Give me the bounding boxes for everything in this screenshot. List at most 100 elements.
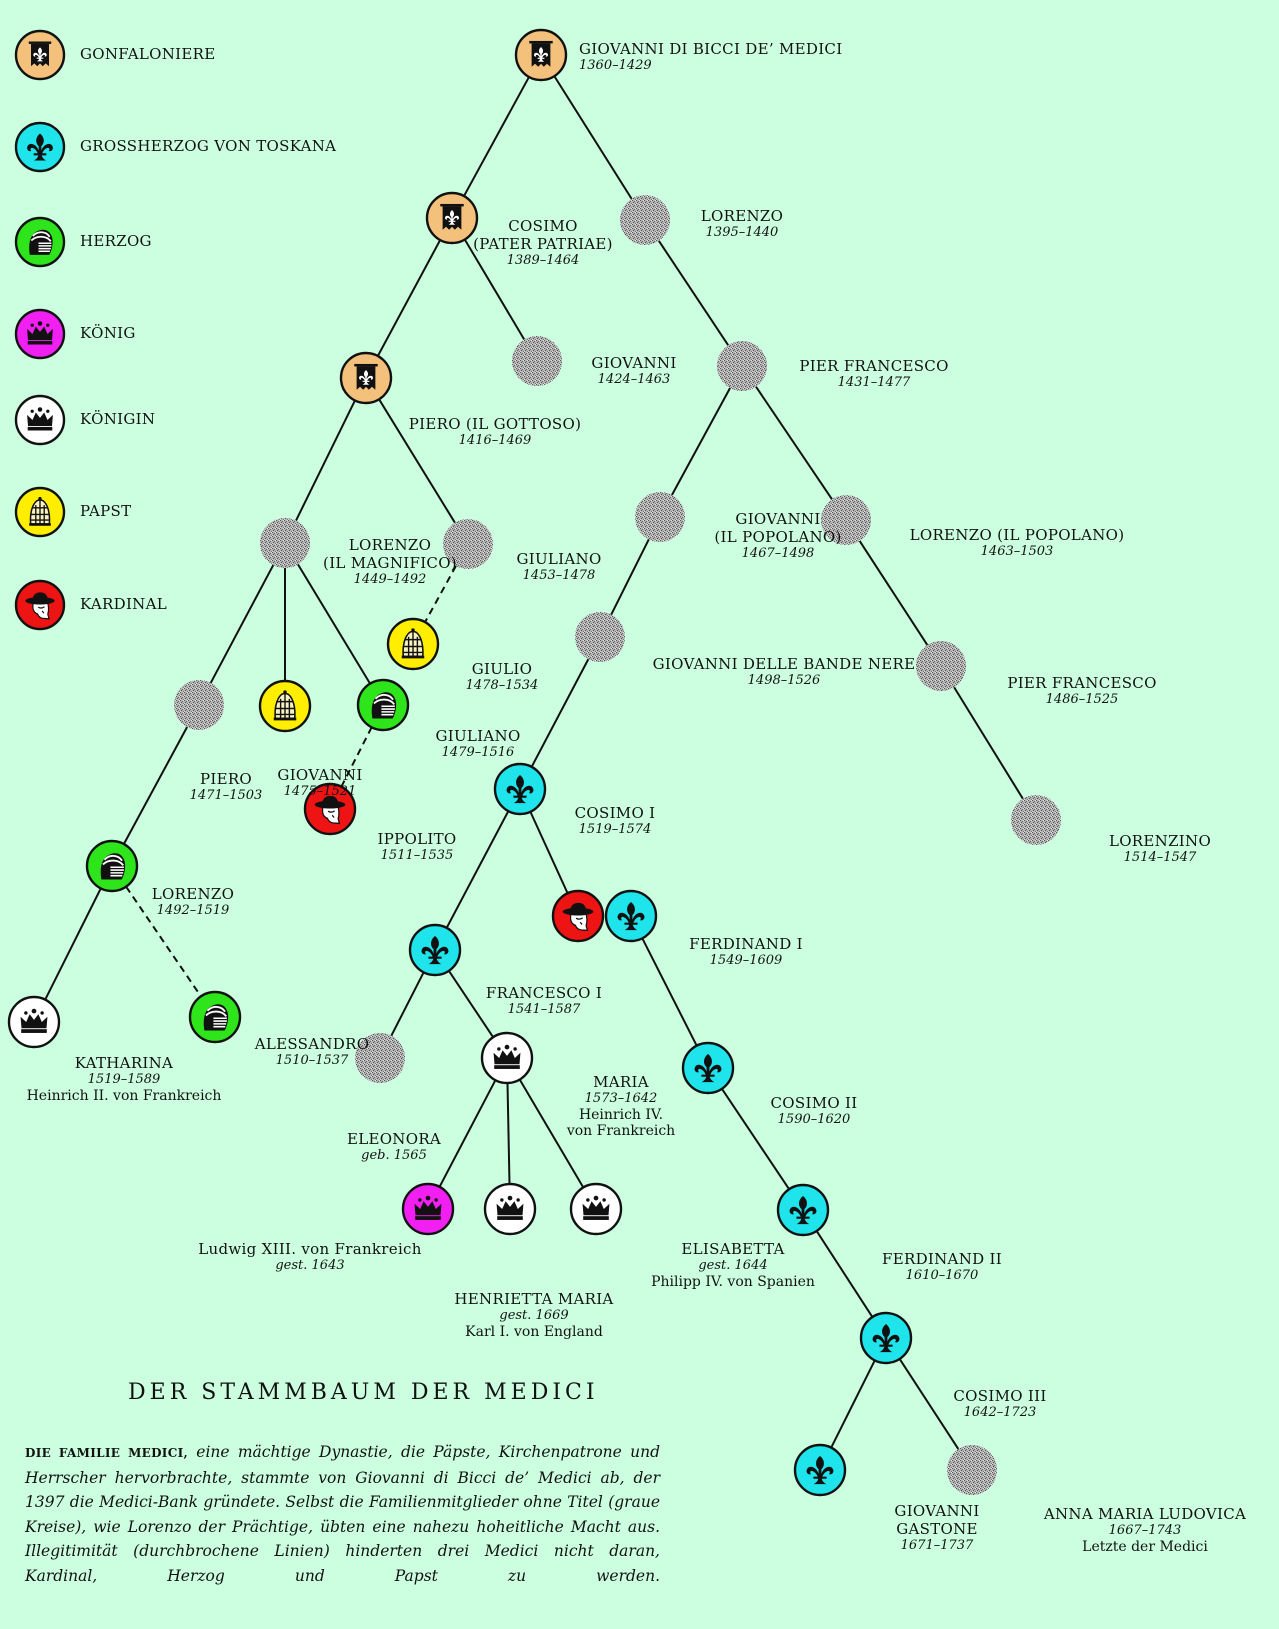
link-giovanni-bicci-to-cosimo [463, 76, 530, 197]
link-giovanni-bande-nere-to-cosimo-i [530, 658, 590, 768]
member-name: PIER FRANCESCO [799, 357, 949, 375]
member-name: PIERO (IL GOTTOSO) [408, 415, 582, 433]
node-giovanni-popolano [635, 492, 685, 542]
legend-label-papst: PAPST [80, 502, 132, 520]
description-lead: DIE FAMILIE MEDICI, [25, 1446, 188, 1460]
crown-icon [20, 1008, 48, 1033]
member-dates: 1486–1525 [1045, 692, 1119, 707]
member-dates: 1511–1535 [380, 848, 454, 863]
member-dates: 1514–1547 [1123, 850, 1197, 865]
banner-lily-icon [529, 40, 553, 67]
link-pier-francesco-1431-to-giovanni-popolano [671, 387, 731, 496]
member-dates: 1642–1723 [963, 1405, 1037, 1420]
member-name: COSIMO III [953, 1387, 1047, 1405]
node-pier-francesco-1431 [717, 341, 767, 391]
link-layer [44, 75, 1024, 1450]
node-cosimo-ii [681, 1041, 735, 1095]
label-lorenzo-magnifico: LORENZO(IL MAGNIFICO)1449–1492 [323, 536, 457, 588]
link-cosimo-to-piero-gottoso [376, 239, 442, 357]
member-name: ELEONORA [346, 1130, 442, 1148]
member-dates: 1467–1498 [741, 546, 815, 561]
member-dates: 1479–1516 [441, 745, 515, 760]
legend-label-koenigin: KÖNIGIN [80, 410, 156, 428]
node-francesco-i [408, 923, 462, 977]
node-ippolito [303, 782, 357, 836]
member-name: IPPOLITO [377, 830, 457, 848]
legend-layer [14, 29, 66, 631]
node-lorenzo-magnifico [260, 518, 310, 568]
banner-lily-icon [28, 41, 52, 67]
link-maria-to-elisabetta [518, 1079, 585, 1188]
member-dates: 1541–1587 [507, 1002, 581, 1017]
member-dates: 1389–1464 [506, 253, 580, 268]
node-cosimo-iii [859, 1311, 913, 1365]
node-giuliano-1453 [443, 519, 493, 569]
member-name: GIOVANNI [277, 766, 363, 784]
member-name: GIOVANNI [894, 1502, 980, 1520]
link-pier-francesco-1431-to-lorenzo-popolano [755, 386, 833, 500]
member-name: ALESSANDRO [254, 1035, 370, 1053]
member-name: GIOVANNI [591, 354, 677, 372]
node-lorenzino [1011, 795, 1061, 845]
member-dates: 1431–1477 [837, 375, 911, 390]
member-dates: 1510–1537 [275, 1053, 349, 1068]
link-pier-francesco-1486-to-lorenzino [953, 686, 1024, 800]
member-dates: gest. 1644 [698, 1258, 768, 1273]
member-dates: 1478–1534 [465, 678, 539, 693]
node-giulio [386, 617, 440, 671]
member-name: GASTONE [896, 1520, 978, 1538]
label-giovanni-popolano: GIOVANNI(IL POPOLANO)1467–1498 [714, 510, 841, 562]
member-spouse-note: Heinrich IV. [578, 1106, 664, 1123]
member-name: GIULIO [471, 660, 533, 678]
legend-swatch-gonfaloniere [14, 29, 66, 81]
link-giovanni-bicci-to-lorenzo-1395 [553, 75, 633, 200]
member-name: (IL POPOLANO) [714, 528, 842, 546]
node-giovanni-1424 [512, 336, 562, 386]
legend-swatch-koenig [14, 308, 66, 360]
link-giuliano-1453-to-giulio [424, 565, 457, 623]
banner-lily-icon [440, 203, 464, 230]
node-cosimo [425, 191, 479, 245]
member-dates: 1360–1429 [579, 58, 652, 73]
crown-icon [414, 1195, 442, 1220]
link-lorenzo-1492-to-alessandro [125, 886, 202, 997]
link-francesco-i-to-eleonora [390, 971, 425, 1037]
member-name: ANNA MARIA LUDOVICA [1043, 1505, 1247, 1523]
member-dates: 1453–1478 [522, 568, 596, 583]
node-cosimo-i [493, 762, 547, 816]
node-giovanni-bande-nere [575, 612, 625, 662]
member-dates: 1590–1620 [777, 1112, 851, 1127]
link-cosimo-iii-to-anna-maria [898, 1358, 960, 1450]
node-ferdinand-i-kardinal [551, 889, 605, 943]
crown-icon [582, 1195, 610, 1220]
legend-swatch-kardinal [14, 579, 66, 631]
node-lorenzo-1492 [85, 839, 139, 893]
description-text: eine mächtige Dynastie, die Päpste, Kirc… [25, 1443, 660, 1585]
legend-label-kardinal: KARDINAL [80, 595, 167, 613]
member-dates: 1610–1670 [905, 1268, 979, 1283]
member-dates: 1475–1521 [283, 784, 357, 799]
member-dates: 1573–1642 [584, 1091, 658, 1106]
node-lorenzo-1395 [620, 195, 670, 245]
member-name: LORENZO [348, 536, 432, 554]
member-name: GIOVANNI DELLE BANDE NERE [652, 655, 916, 673]
member-name: GIOVANNI DI BICCI DE’ MEDICI [579, 40, 843, 58]
link-francesco-i-to-maria [448, 970, 494, 1038]
tree-title: DER STAMMBAUM DER MEDICI [128, 1380, 599, 1405]
member-name: GIOVANNI [735, 510, 821, 528]
member-name: Ludwig XIII. von Frankreich [198, 1240, 422, 1258]
